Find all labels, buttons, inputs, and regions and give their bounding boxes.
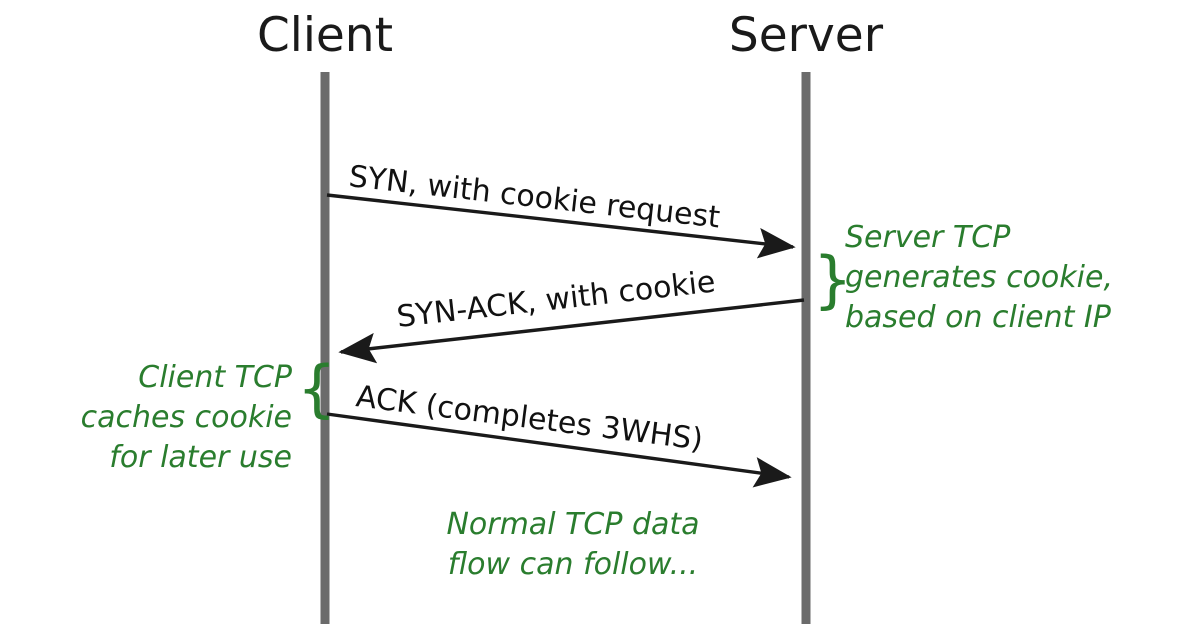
note-brace-right: } xyxy=(813,243,852,316)
note-line-footer-1: Normal TCP data xyxy=(446,507,699,542)
note-line-footer-2: flow can follow... xyxy=(448,547,698,582)
message-arrow-ack xyxy=(326,412,792,488)
message-label-ack: ACK (completes 3WHS) xyxy=(354,379,705,457)
lifeline-header-server: Server xyxy=(729,8,884,63)
note-line-server-1: Server TCP xyxy=(845,220,1011,255)
message-arrow-syn-ack xyxy=(338,298,805,364)
message-label-syn-ack: SYN-ACK, with cookie xyxy=(395,264,717,334)
note-brace-left: { xyxy=(297,352,336,425)
message-label-syn: SYN, with cookie request xyxy=(347,159,722,235)
note-line-client-1: Client TCP xyxy=(138,360,293,395)
note-line-server-2: generates cookie, xyxy=(845,260,1113,295)
note-line-client-2: caches cookie xyxy=(81,400,292,435)
note-line-client-3: for later use xyxy=(109,440,292,475)
note-line-server-3: based on client IP xyxy=(845,300,1112,335)
message-arrow-syn xyxy=(326,193,796,259)
lifeline-header-client: Client xyxy=(257,8,393,63)
